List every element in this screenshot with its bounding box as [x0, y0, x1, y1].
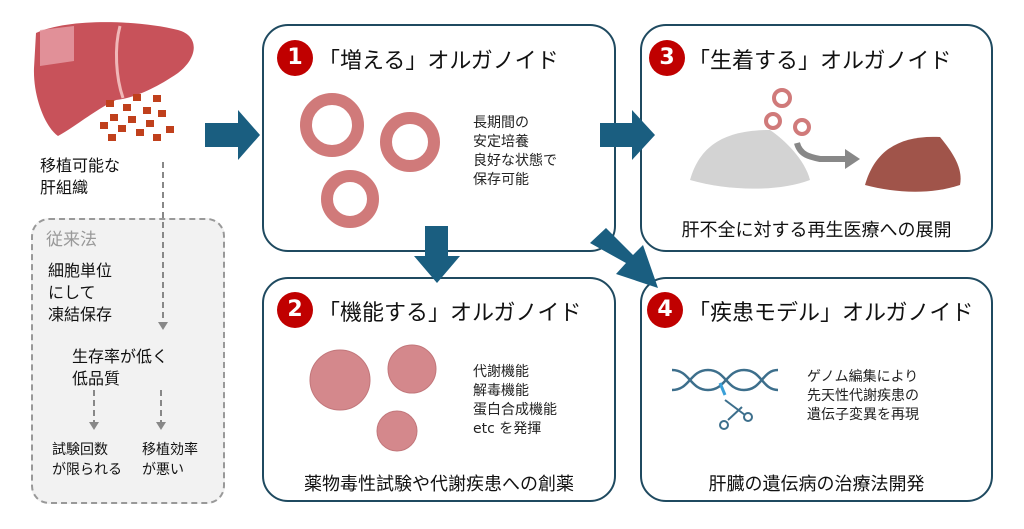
arrow-to-panel-2: [414, 226, 460, 283]
conventional-step1: 細胞単位 にして 凍結保存: [48, 261, 113, 324]
panel-2-footer: 薬物毒性試験や代謝疾患への創薬: [304, 474, 574, 495]
arrow-to-panel-4: [590, 228, 658, 288]
panel-2-description: 代謝機能 解毒機能 蛋白合成機能 etc を発揮: [473, 364, 557, 437]
spheroid-organoids-icon: [309, 344, 437, 452]
ring-organoids-icon: [300, 93, 440, 228]
panel-2-badge: 2: [277, 292, 313, 328]
damaged-liver-icon: [690, 130, 810, 189]
panel-1-title: 「増える」オルガノイド: [318, 49, 559, 74]
conventional-heading: 従来法: [46, 230, 97, 250]
panel-4-description: ゲノム編集により 先天性代謝疾患の 遺伝子変異を再現: [807, 369, 919, 423]
panel-3-badge: 3: [649, 40, 685, 76]
liver-illustration: [33, 22, 194, 137]
arrow-to-panel-3: [600, 110, 655, 160]
conventional-result-a: 試験回数 が限られる: [52, 442, 122, 478]
conventional-method-box: [31, 218, 225, 504]
panel-3-footer: 肝不全に対する再生医療への展開: [681, 220, 952, 241]
arrow-to-panel-1: [205, 110, 260, 160]
panel-4-disease-model: [640, 277, 993, 502]
conventional-step2: 生存率が低く 低品質: [72, 347, 169, 388]
panel-1-description: 長期間の 安定培養 良好な状態で 保存可能: [473, 115, 557, 188]
healthy-liver-icon: [865, 136, 961, 192]
panel-4-badge: 4: [647, 292, 683, 328]
panel-3-title: 「生着する」オルガノイド: [688, 49, 952, 74]
dna-scissors-icon: [671, 368, 779, 430]
panel-4-title: 「疾患モデル」オルガノイド: [688, 301, 974, 326]
liver-regeneration-icon: [690, 88, 961, 192]
source-label: 移植可能な 肝組織: [40, 156, 121, 197]
dashed-arrows: [89, 162, 168, 430]
conventional-result-b: 移植効率 が悪い: [142, 442, 198, 478]
tissue-fragments: [100, 94, 174, 141]
panel-2-title: 「機能する」オルガノイド: [318, 301, 582, 326]
panel-1-badge: 1: [277, 40, 313, 76]
panel-4-footer: 肝臓の遺伝病の治療法開発: [708, 474, 925, 495]
